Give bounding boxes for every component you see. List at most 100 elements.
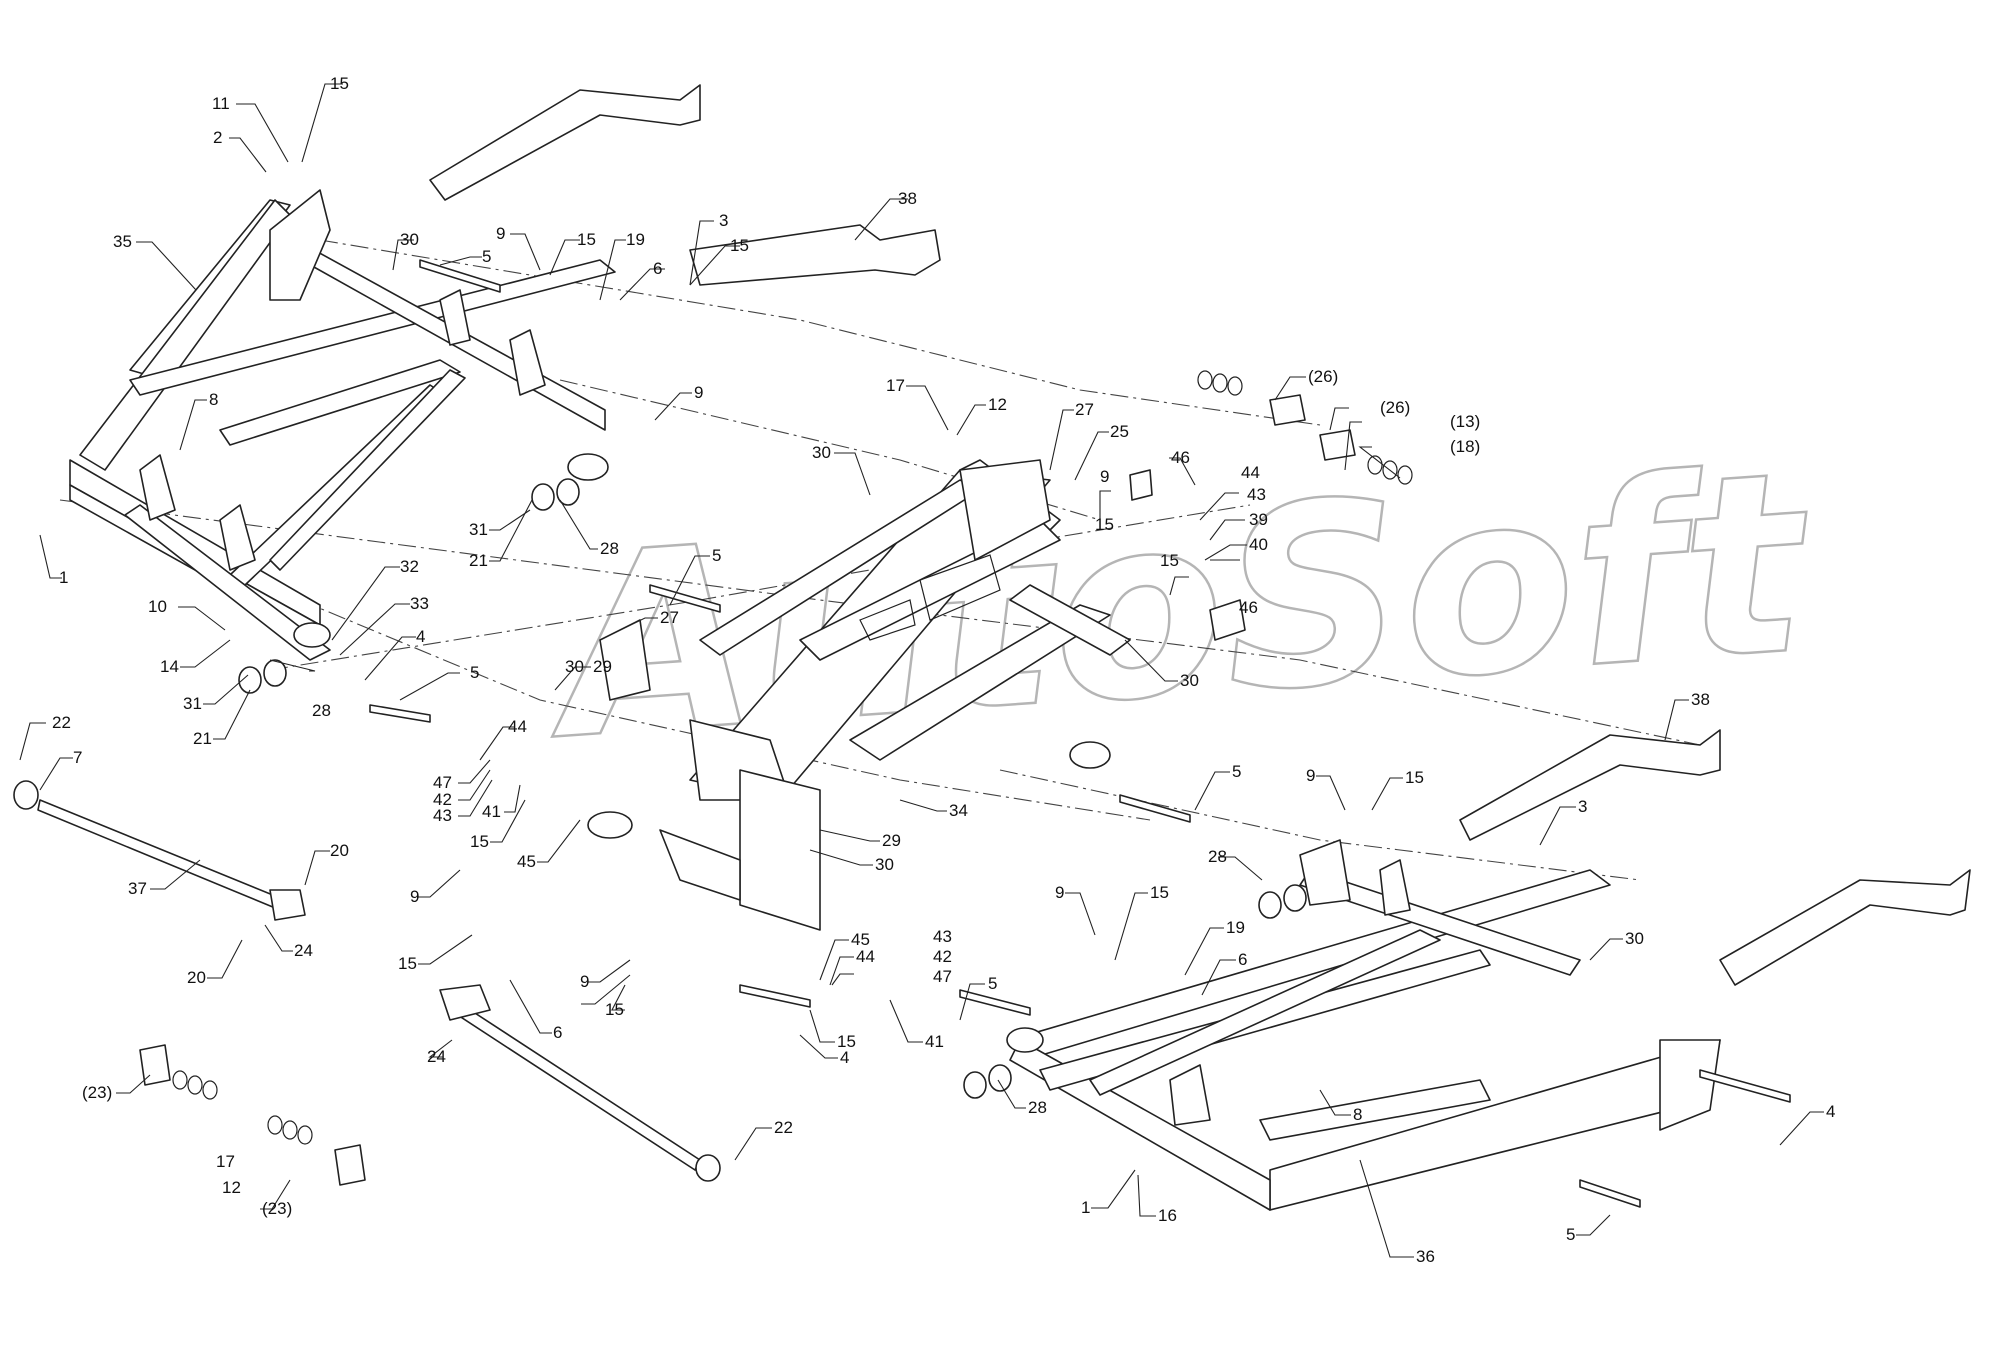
callout-29: 29 [882,831,901,850]
callout-42: 42 [433,790,452,809]
callout-15: 15 [1160,551,1179,570]
callout-9: 9 [1306,766,1315,785]
callout-4: 4 [416,627,425,646]
callout-30: 30 [400,230,419,249]
callout-15: 15 [1150,883,1169,902]
left-frame [69,189,616,661]
callout-17: 17 [886,376,905,395]
callout-5: 5 [1566,1225,1575,1244]
callout-28: 28 [312,701,331,720]
callout-40: 40 [1249,535,1268,554]
callout-30: 30 [565,657,584,676]
callout-16: 16 [1158,1206,1177,1225]
callout-31: 31 [469,520,488,539]
callout-44: 44 [508,717,527,736]
callout-1: 1 [1081,1198,1090,1217]
right-frame [1006,839,1721,1211]
callout-22: 22 [774,1118,793,1137]
callout-39: 39 [1249,510,1268,529]
callout-15: 15 [605,1000,624,1019]
callout-37: 37 [128,879,147,898]
callout-2: 2 [213,128,222,147]
callout-15: 15 [470,832,489,851]
fasteners [139,259,1791,1208]
callout-5: 5 [712,546,721,565]
callout-6: 6 [653,259,662,278]
callout-31: 31 [183,694,202,713]
callout-33: 33 [410,594,429,613]
callout-30: 30 [1180,671,1199,690]
callout-5: 5 [470,663,479,682]
callout-43: 43 [433,806,452,825]
callout-47: 47 [933,967,952,986]
callout-24: 24 [294,941,313,960]
callout-32: 32 [400,557,419,576]
callout-9: 9 [496,224,505,243]
callout-28: 28 [1208,847,1227,866]
callout-9: 9 [1100,467,1109,486]
callout-21: 21 [193,729,212,748]
callout-18: (18) [1450,437,1480,456]
callout-21: 21 [469,551,488,570]
callout-labels: 11 15 2 35 30 5 9 15 19 6 3 15 38 9 8 1 … [52,74,1835,1266]
tie-rods [13,780,721,1182]
callout-44: 44 [856,947,875,966]
callout-45: 45 [851,930,870,949]
callout-43: 43 [1247,485,1266,504]
callout-5: 5 [1232,762,1241,781]
callout-3: 3 [1578,797,1587,816]
callout-15: 15 [1095,515,1114,534]
callout-1: 1 [59,568,68,587]
upper-hitch-arms [429,84,941,286]
callout-43: 43 [933,927,952,946]
callout-17: 17 [216,1152,235,1171]
leader-lines [19,83,1824,1258]
callout-29: 29 [593,657,612,676]
callout-27: 27 [1075,400,1094,419]
callout-15: 15 [577,230,596,249]
callout-35: 35 [113,232,132,251]
callout-19: 19 [626,230,645,249]
callout-9: 9 [694,383,703,402]
lower-hitch-arms [1459,729,1971,986]
callout-5: 5 [988,974,997,993]
callout-28: 28 [600,539,619,558]
callout-25: 25 [1110,422,1129,441]
callout-26: (26) [1380,398,1410,417]
callout-46: 46 [1171,448,1190,467]
callout-7: 7 [73,748,82,767]
callout-14: 14 [160,657,179,676]
callout-12: 12 [988,395,1007,414]
callout-41: 41 [925,1032,944,1051]
callout-10: 10 [148,597,167,616]
callout-6: 6 [553,1023,562,1042]
callout-15: 15 [730,236,749,255]
callout-15: 15 [398,954,417,973]
callout-38: 38 [898,189,917,208]
callout-36: 36 [1416,1247,1435,1266]
callout-26: (26) [1308,367,1338,386]
callout-3: 3 [719,211,728,230]
callout-15: 15 [1405,768,1424,787]
callout-45: 45 [517,852,536,871]
callout-47: 47 [433,773,452,792]
callout-27: 27 [660,608,679,627]
callout-24: 24 [427,1047,446,1066]
callout-44: 44 [1241,463,1260,482]
callout-12: 12 [222,1178,241,1197]
callout-8: 8 [209,390,218,409]
callout-9: 9 [1055,883,1064,902]
callout-30: 30 [1625,929,1644,948]
callout-8: 8 [1353,1105,1362,1124]
callout-9: 9 [410,887,419,906]
callout-46: 46 [1239,598,1258,617]
callout-30: 30 [812,443,831,462]
callout-15: 15 [330,74,349,93]
callout-38: 38 [1691,690,1710,709]
center-frame [587,459,1131,931]
callout-22: 22 [52,713,71,732]
callout-34: 34 [949,801,968,820]
callout-20: 20 [187,968,206,987]
callout-13: (13) [1450,412,1480,431]
